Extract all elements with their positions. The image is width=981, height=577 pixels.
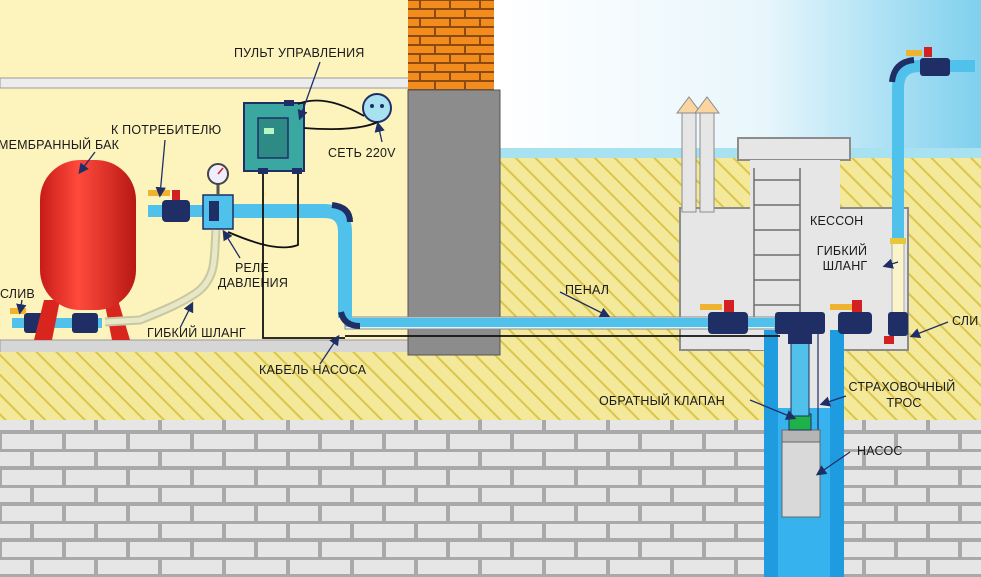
valve-outlet-top: [906, 47, 950, 76]
label-control-panel: ПУЛЬТ УПРАВЛЕНИЯ: [234, 46, 365, 60]
outlet-pipe: [892, 60, 975, 328]
caisson-ladder: [753, 168, 801, 318]
valve-caisson-1: [700, 300, 748, 334]
caisson-neck: [737, 137, 851, 161]
vent-pipes: [676, 96, 720, 213]
valve-caisson-2: [830, 300, 872, 334]
membrane-tank: [40, 160, 136, 310]
flex-hose-right: [891, 239, 905, 319]
elbow-dark2: [338, 311, 361, 329]
tank-legs: [34, 300, 130, 340]
label-check-valve: ОБРАТНЫЙ КЛАПАН: [599, 393, 725, 408]
label-caisson: КЕССОН: [810, 214, 863, 228]
label-drain-left: СЛИВ: [0, 287, 35, 301]
label-flex-hose-right-2: ШЛАНГ: [823, 259, 868, 273]
sky: [500, 0, 981, 155]
label-pressure-relay-2: ДАВЛЕНИЯ: [218, 276, 288, 290]
label-mains: СЕТЬ 220V: [328, 146, 396, 160]
control-panel-display: [257, 117, 289, 159]
valve-right-drain: [884, 312, 908, 344]
label-drain-right: СЛИ: [952, 314, 978, 328]
pump-body: [781, 439, 821, 518]
pump-top: [781, 429, 821, 443]
tank-drain-pipe: [12, 318, 102, 328]
gauge-needle: [217, 167, 224, 175]
outlet-elbow-dark: [889, 57, 915, 83]
main-pipe: [345, 318, 805, 327]
label-casing: ПЕНАЛ: [565, 283, 609, 297]
flex-hose-clamp: [890, 238, 906, 244]
label-safety-rope-1: СТРАХОВОЧНЫЙ: [849, 379, 956, 394]
label-to-consumer: К ПОТРЕБИТЕЛЮ: [111, 123, 222, 137]
house-ceiling-line: [0, 77, 411, 89]
label-membrane-tank: МЕМБРАННЫЙ БАК: [0, 137, 120, 152]
mains-socket: [362, 93, 392, 123]
label-safety-rope-2: ТРОС: [886, 396, 921, 410]
house-floor: [0, 339, 411, 355]
wall-pillar: [407, 89, 501, 356]
house-riser: [232, 204, 352, 318]
label-flex-hose-right-1: ГИБКИЙ: [817, 243, 867, 258]
label-pressure-relay-1: РЕЛЕ: [235, 261, 269, 275]
leader-lines: [16, 61, 949, 476]
label-pump: НАСОС: [857, 444, 903, 458]
elbow-dark: [331, 202, 353, 223]
label-pump-cable: КАБЕЛЬ НАСОСА: [259, 363, 367, 377]
cables: [227, 99, 780, 339]
well-head-fitting: [775, 312, 825, 344]
relay-face: [209, 201, 219, 221]
chimney: [408, 0, 494, 92]
label-flex-hose-left: ГИБКИЙ ШЛАНГ: [147, 325, 246, 340]
